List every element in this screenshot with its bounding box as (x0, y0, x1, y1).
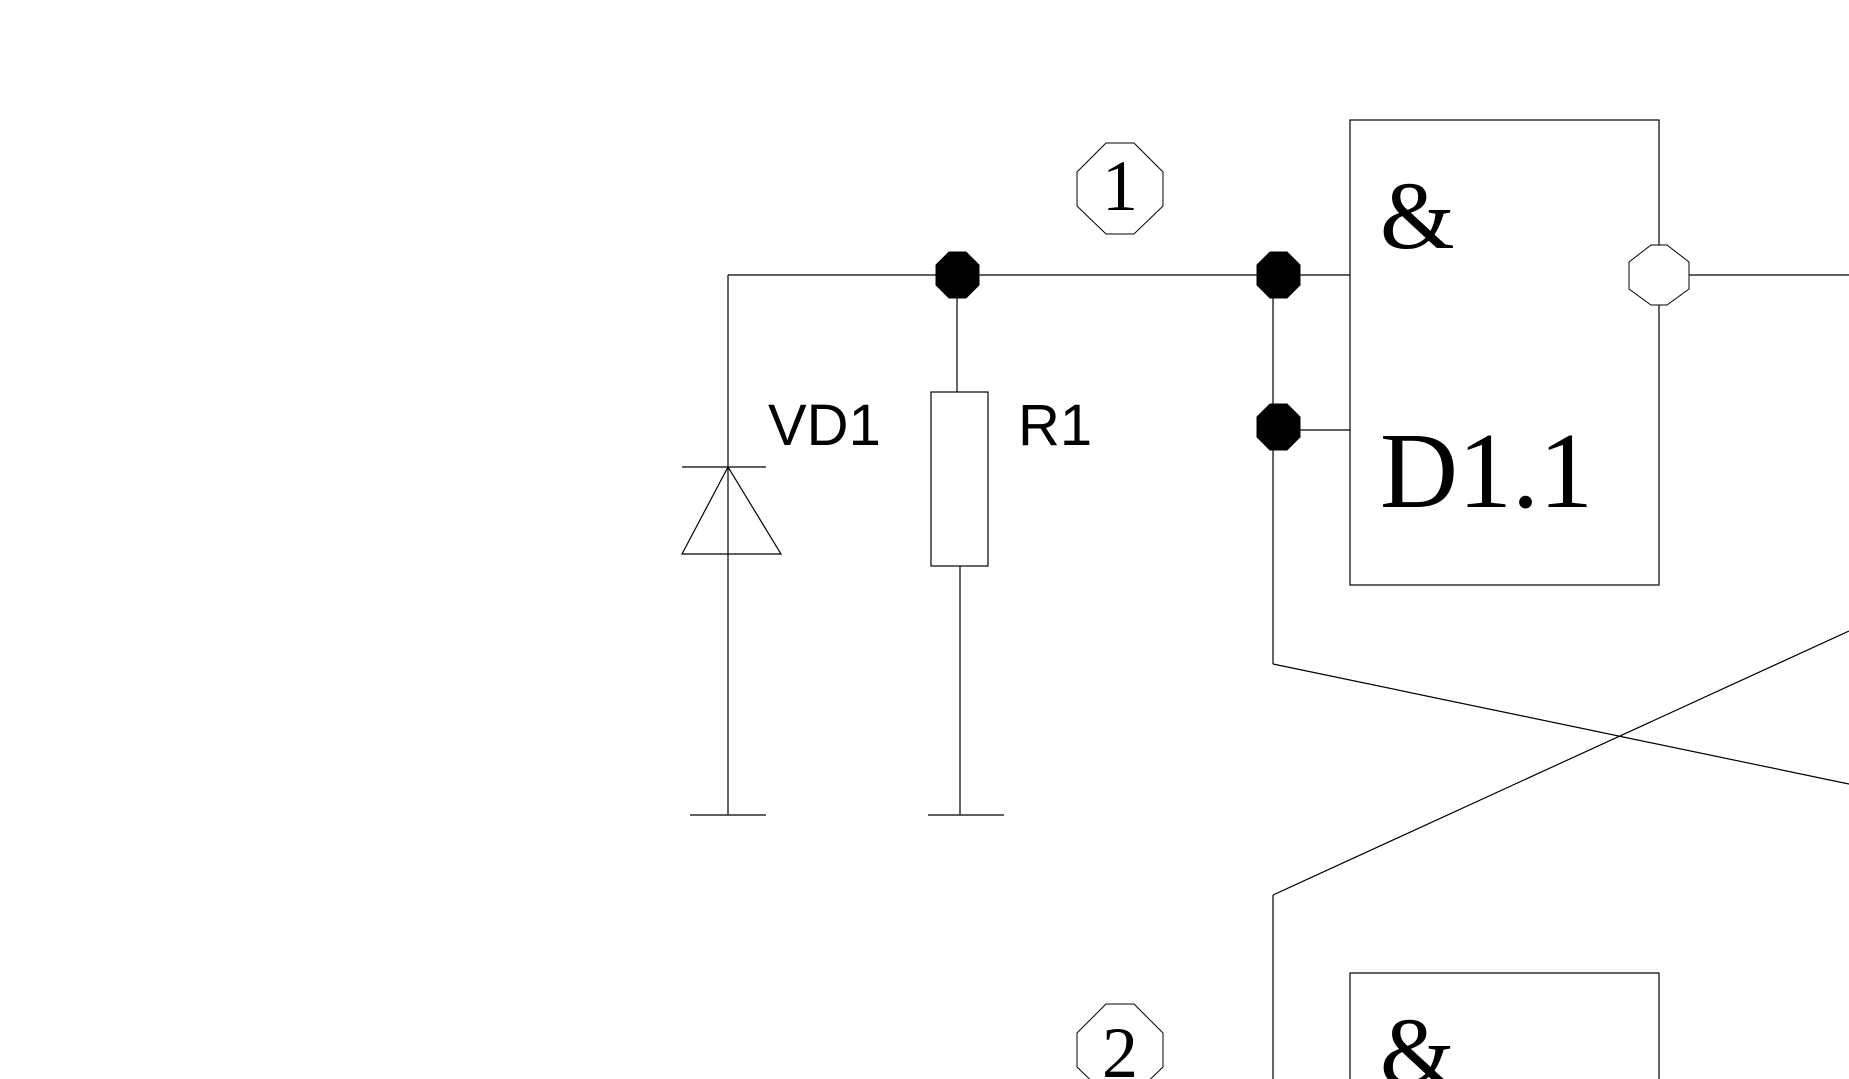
logic-gate-d1-1: & D1.1 (1349, 119, 1849, 586)
net-marker-2-label: 2 (1102, 1013, 1138, 1079)
gate-d1-1-function-symbol: & (1380, 162, 1455, 269)
diode-label: VD1 (768, 393, 881, 458)
net-marker-1-label: 1 (1102, 146, 1138, 226)
gate-d1-1-designator: D1.1 (1380, 412, 1593, 531)
net-marker-2: 2 (1076, 1003, 1164, 1079)
gate-bottom-function-symbol: & (1380, 998, 1455, 1079)
logic-gate-bottom: & (1349, 972, 1660, 1079)
diode-vd1 (681, 275, 783, 815)
junction-node-gate-input-2 (1256, 403, 1301, 451)
feedback-wire (1272, 630, 1849, 1079)
net-marker-1: 1 (1076, 142, 1164, 235)
resistor-r1 (930, 275, 989, 815)
inverted-output-bubble (1628, 244, 1690, 306)
gate-input-wires (1272, 275, 1849, 785)
junction-node-resistor (935, 251, 980, 299)
junction-node-gate-input-1 (1256, 251, 1301, 299)
resistor-label: R1 (1018, 393, 1092, 458)
